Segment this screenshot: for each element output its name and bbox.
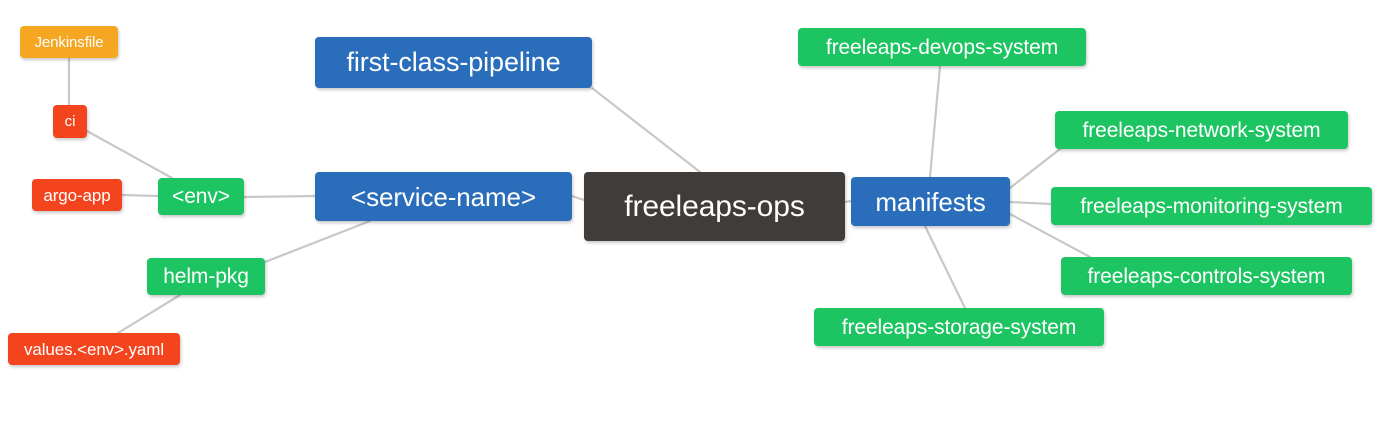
node-ci[interactable]: ci xyxy=(53,105,87,138)
node-label-freeleaps-storage-system: freeleaps-storage-system xyxy=(841,315,1077,339)
node-label-freeleaps-ops: freeleaps-ops xyxy=(624,189,805,223)
node-label-freeleaps-monitoring-system: freeleaps-monitoring-system xyxy=(1080,194,1343,218)
edge-env-to-service-name xyxy=(242,194,317,199)
node-label-argo-app: argo-app xyxy=(43,185,111,205)
node-first-class-pipeline[interactable]: first-class-pipeline xyxy=(315,37,592,88)
edge-service-name-to-freeleaps-ops xyxy=(570,194,586,202)
edge-freeleaps-ops-to-manifests xyxy=(843,199,853,204)
edge-helm-pkg-to-values-env-yaml xyxy=(116,293,182,335)
edge-ci-to-env xyxy=(85,129,174,180)
node-label-values-env-yaml: values.<env>.yaml xyxy=(23,339,165,359)
node-freeleaps-ops[interactable]: freeleaps-ops xyxy=(584,172,845,241)
node-freeleaps-monitoring-system[interactable]: freeleaps-monitoring-system xyxy=(1051,187,1372,225)
node-label-freeleaps-network-system: freeleaps-network-system xyxy=(1082,118,1321,142)
edge-freeleaps-devops-system-to-manifests xyxy=(928,64,942,179)
node-label-env: <env> xyxy=(172,185,230,208)
node-freeleaps-controls-system[interactable]: freeleaps-controls-system xyxy=(1061,257,1352,295)
node-label-freeleaps-devops-system: freeleaps-devops-system xyxy=(825,35,1059,59)
node-label-jenkinsfile: Jenkinsfile xyxy=(34,33,104,51)
node-values-env-yaml[interactable]: values.<env>.yaml xyxy=(8,333,180,365)
edge-manifests-to-freeleaps-monitoring-system xyxy=(1008,200,1053,206)
edge-first-class-pipeline-to-freeleaps-ops xyxy=(590,86,702,174)
node-freeleaps-storage-system[interactable]: freeleaps-storage-system xyxy=(814,308,1104,346)
node-label-freeleaps-controls-system: freeleaps-controls-system xyxy=(1087,264,1326,288)
edge-manifests-to-freeleaps-controls-system xyxy=(1008,212,1092,259)
node-label-manifests: manifests xyxy=(875,186,986,217)
edge-service-name-to-helm-pkg xyxy=(263,219,372,264)
node-jenkinsfile[interactable]: Jenkinsfile xyxy=(20,26,118,58)
node-label-service-name: <service-name> xyxy=(350,181,537,212)
node-argo-app[interactable]: argo-app xyxy=(32,179,122,211)
node-label-first-class-pipeline: first-class-pipeline xyxy=(346,47,561,77)
node-freeleaps-network-system[interactable]: freeleaps-network-system xyxy=(1055,111,1348,149)
edge-manifests-to-freeleaps-network-system xyxy=(1008,147,1062,190)
node-manifests[interactable]: manifests xyxy=(851,177,1010,226)
node-helm-pkg[interactable]: helm-pkg xyxy=(147,258,265,295)
node-label-helm-pkg: helm-pkg xyxy=(163,265,249,288)
edge-argo-app-to-env xyxy=(120,193,160,198)
node-freeleaps-devops-system[interactable]: freeleaps-devops-system xyxy=(798,28,1086,66)
node-env[interactable]: <env> xyxy=(158,178,244,215)
edge-manifests-to-freeleaps-storage-system xyxy=(923,224,967,310)
node-service-name[interactable]: <service-name> xyxy=(315,172,572,221)
node-label-ci: ci xyxy=(64,113,76,130)
